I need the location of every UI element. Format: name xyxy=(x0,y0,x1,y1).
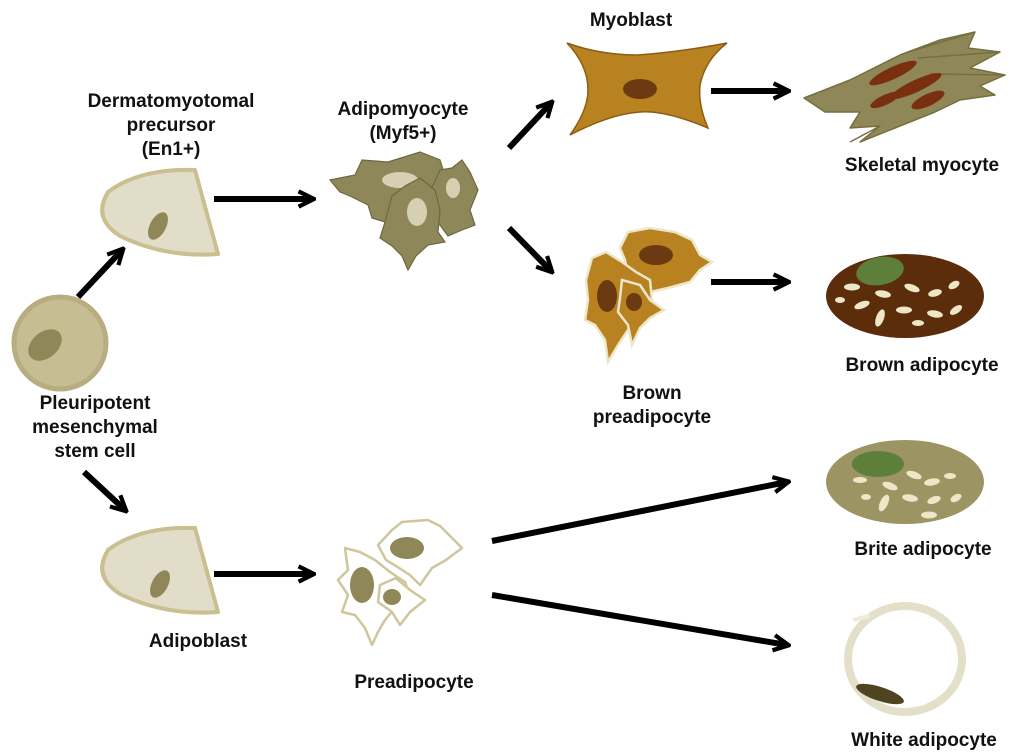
label-line: stem cell xyxy=(10,440,180,464)
adipomyocyte-cells xyxy=(330,152,478,270)
label-line: Skeletal myocyte xyxy=(822,154,1022,178)
label-line: (Myf5+) xyxy=(318,122,488,146)
label-white-adipocyte: White adipocyte xyxy=(826,729,1022,753)
arrow-adipomyocyte-to-brown-preadipocyte xyxy=(509,228,551,271)
brite-adipocyte-cell xyxy=(826,440,984,524)
label-brown-adipocyte: Brown adipocyte xyxy=(822,354,1022,378)
label-myoblast: Myoblast xyxy=(571,9,691,33)
arrow-preadipocyte-to-white-adipocyte xyxy=(492,595,787,645)
label-adipomyocyte: Adipomyocyte (Myf5+) xyxy=(318,98,488,146)
adipoblast-cell xyxy=(102,528,218,613)
arrow-adipomyocyte-to-myoblast xyxy=(509,103,551,148)
arrow-preadipocyte-to-brite-adipocyte xyxy=(492,482,787,541)
label-line: Brown xyxy=(562,382,742,406)
label-line: Pleuripotent xyxy=(10,392,180,416)
label-line: Myoblast xyxy=(571,9,691,33)
label-line: Dermatomyotomal xyxy=(58,90,284,114)
stem-cell xyxy=(14,297,106,389)
label-line: White adipocyte xyxy=(826,729,1022,753)
arrow-stem-to-precursor xyxy=(78,250,122,297)
label-line: mesenchymal xyxy=(10,416,180,440)
label-line: Brown adipocyte xyxy=(822,354,1022,378)
skeletal-myocyte-cell xyxy=(804,32,1005,142)
label-brown-preadipocyte: Brown preadipocyte xyxy=(562,382,742,430)
label-preadipocyte: Preadipocyte xyxy=(334,671,494,695)
brown-adipocyte-cell xyxy=(826,253,984,338)
label-stem-cell: Pleuripotent mesenchymal stem cell xyxy=(10,392,180,464)
label-brite-adipocyte: Brite adipocyte xyxy=(828,538,1018,562)
preadipocyte-cells xyxy=(338,520,462,645)
label-line: Brite adipocyte xyxy=(828,538,1018,562)
label-dermatomyotomal-precursor: Dermatomyotomal precursor (En1+) xyxy=(58,90,284,162)
myoblast-cell xyxy=(567,43,727,135)
white-adipocyte-cell xyxy=(848,606,962,712)
label-line: precursor xyxy=(58,114,284,138)
label-line: preadipocyte xyxy=(562,406,742,430)
arrow-stem-to-adipoblast xyxy=(84,472,125,510)
dermatomyotomal-precursor-cell xyxy=(102,170,218,255)
brown-preadipocyte-cells xyxy=(585,228,712,362)
label-skeletal-myocyte: Skeletal myocyte xyxy=(822,154,1022,178)
label-line: (En1+) xyxy=(58,138,284,162)
label-line: Adipomyocyte xyxy=(318,98,488,122)
label-adipoblast: Adipoblast xyxy=(128,630,268,654)
label-line: Preadipocyte xyxy=(334,671,494,695)
label-line: Adipoblast xyxy=(128,630,268,654)
